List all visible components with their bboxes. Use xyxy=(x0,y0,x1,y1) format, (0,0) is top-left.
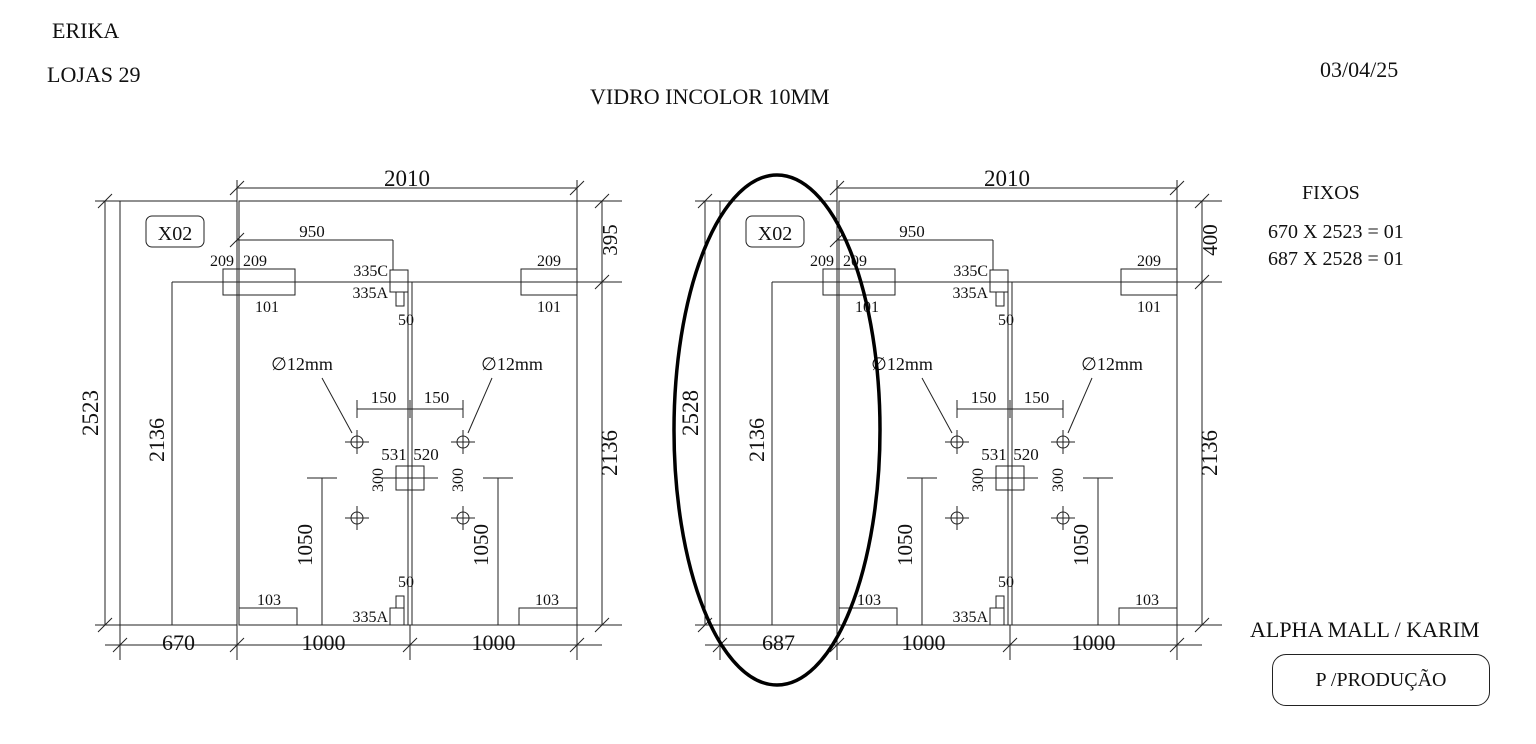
client-name: ERIKA xyxy=(52,18,120,43)
bottom-pivot-box xyxy=(518,607,578,626)
hole-leader xyxy=(921,377,953,434)
hinge-dist-label: 950 xyxy=(899,222,925,241)
top-pivot-box xyxy=(222,268,296,296)
hole-vertical-label: 300 xyxy=(970,468,987,492)
lock-label: 531 xyxy=(981,445,1007,464)
hole-spacing-label: 150 xyxy=(971,388,997,407)
lock-label: 520 xyxy=(1013,445,1039,464)
door-width-label: 1000 xyxy=(1072,630,1116,655)
panel-tag-box xyxy=(145,215,205,248)
panel-tag-box xyxy=(745,215,805,248)
door-width-label: 1000 xyxy=(302,630,346,655)
gap-label: 50 xyxy=(998,312,1014,329)
bottom-fitting-box xyxy=(389,607,405,626)
hole-spacing-label: 150 xyxy=(1024,388,1050,407)
handle-height-label: 1050 xyxy=(1069,524,1093,566)
bottom-pivot-label: 103 xyxy=(535,592,559,609)
top-pivot-box xyxy=(1120,268,1178,296)
top-fitting-stem xyxy=(995,291,1005,307)
bottom-fitting-stem xyxy=(395,595,405,609)
panel-tag-label: X02 xyxy=(158,223,192,245)
fitting-label: 335A xyxy=(352,285,388,302)
gap-label: 50 xyxy=(398,312,414,329)
hole-leader xyxy=(1067,377,1093,434)
fitting-label: 335A xyxy=(952,285,988,302)
glass-spec-title: VIDRO INCOLOR 10MM xyxy=(590,84,830,109)
top-right-label: 400 xyxy=(1198,224,1222,256)
fixed-glass-panel xyxy=(719,200,838,626)
hole-leader xyxy=(321,377,353,434)
fixed-panels-list: FIXOS 670 X 2523 = 01 687 X 2528 = 01 xyxy=(1268,182,1404,273)
top-width-label: 2010 xyxy=(984,166,1030,191)
door-width-label: 1000 xyxy=(472,630,516,655)
bottom-pivot-label: 103 xyxy=(857,592,881,609)
fitting-label: 335C xyxy=(353,263,388,280)
gap-label: 50 xyxy=(398,574,414,591)
top-pivot-box xyxy=(520,268,578,296)
left-height-label: 2528 xyxy=(678,390,703,436)
handle-height-label: 1050 xyxy=(893,524,917,566)
fitting-label: 335A xyxy=(952,609,988,626)
bottom-fitting-box xyxy=(989,607,1005,626)
hole-diameter-label: ∅12mm xyxy=(481,354,543,374)
fixed-panel-line: 687 X 2528 = 01 xyxy=(1268,248,1404,270)
top-pivot-box xyxy=(822,268,896,296)
panel-tag-label: X02 xyxy=(758,223,792,245)
top-right-label: 395 xyxy=(598,224,622,256)
bottom-fitting-stem xyxy=(995,595,1005,609)
bottom-pivot-label: 103 xyxy=(1135,592,1159,609)
top-fitting-box xyxy=(389,269,409,293)
top-fitting-box xyxy=(989,269,1009,293)
gap-label: 50 xyxy=(998,574,1014,591)
fixed-width-label: 670 xyxy=(162,630,195,655)
pivot-label: 209 xyxy=(1137,253,1161,270)
bottom-pivot-label: 103 xyxy=(257,592,281,609)
pivot-label: 209 xyxy=(243,253,267,270)
dim-tick xyxy=(229,232,245,248)
bottom-pivot-box xyxy=(238,607,298,626)
bottom-pivot-box xyxy=(1118,607,1178,626)
hole-spacing-label: 150 xyxy=(424,388,450,407)
fixed-panels-title: FIXOS xyxy=(1302,182,1360,204)
fitting-label: 335C xyxy=(953,263,988,280)
project-location: ALPHA MALL / KARIM xyxy=(1250,617,1480,642)
drawing-date: 03/04/25 xyxy=(1320,57,1399,82)
lock-label: 520 xyxy=(413,445,439,464)
left-height-label: 2523 xyxy=(78,390,103,436)
pivot-label: 209 xyxy=(210,253,234,270)
hole-leader xyxy=(467,377,493,434)
fixed-glass-panel xyxy=(119,200,238,626)
top-fitting-stem xyxy=(395,291,405,307)
hole-vertical-label: 300 xyxy=(1050,468,1067,492)
top-width-label: 2010 xyxy=(384,166,430,191)
production-stamp: P /PRODUÇÃO xyxy=(1272,654,1490,706)
fixed-height-label: 2136 xyxy=(744,418,769,462)
hole-vertical-label: 300 xyxy=(370,468,387,492)
hinge-dist-label: 950 xyxy=(299,222,325,241)
pivot-under-label: 101 xyxy=(1137,299,1161,316)
right-height-label: 2136 xyxy=(1197,430,1222,476)
pivot-under-label: 101 xyxy=(255,299,279,316)
pivot-label: 209 xyxy=(810,253,834,270)
store-number: LOJAS 29 xyxy=(47,62,141,87)
fixed-panel-line: 670 X 2523 = 01 xyxy=(1268,221,1404,243)
door-width-label: 1000 xyxy=(902,630,946,655)
fixed-width-label: 687 xyxy=(762,630,795,655)
pivot-under-label: 101 xyxy=(537,299,561,316)
right-height-label: 2136 xyxy=(597,430,622,476)
pivot-label: 209 xyxy=(537,253,561,270)
handle-height-label: 1050 xyxy=(293,524,317,566)
fixed-height-label: 2136 xyxy=(144,418,169,462)
bottom-pivot-box xyxy=(838,607,898,626)
handle-height-label: 1050 xyxy=(469,524,493,566)
hole-spacing-label: 150 xyxy=(371,388,397,407)
lock-label: 531 xyxy=(381,445,407,464)
hole-diameter-label: ∅12mm xyxy=(271,354,333,374)
hole-diameter-label: ∅12mm xyxy=(871,354,933,374)
hole-diameter-label: ∅12mm xyxy=(1081,354,1143,374)
highlight-ellipse xyxy=(672,173,882,687)
hole-vertical-label: 300 xyxy=(450,468,467,492)
fitting-label: 335A xyxy=(352,609,388,626)
